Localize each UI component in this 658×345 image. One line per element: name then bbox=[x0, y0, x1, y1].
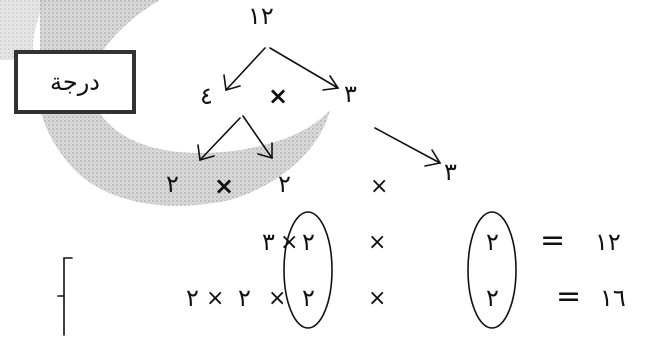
eq2-factor-2: ٢ bbox=[238, 286, 251, 310]
tree-leaf-right: ٢ bbox=[278, 172, 291, 196]
tree-leaf-left: ٢ bbox=[166, 172, 179, 196]
eq1-equals: = bbox=[540, 226, 565, 256]
eq2-factor-1: ٢ bbox=[186, 286, 199, 310]
tree-leaf-multiply-2: × bbox=[370, 176, 388, 198]
tree-carry-value: ٣ bbox=[444, 160, 457, 184]
eq2-equals: = bbox=[556, 282, 581, 312]
arrowhead-three-carry bbox=[425, 150, 440, 166]
eq1-result: ١٢ bbox=[595, 230, 621, 254]
tree-root-value: ١٢ bbox=[248, 4, 274, 28]
eq1-op-1: × bbox=[280, 232, 298, 254]
arrow-three-carry bbox=[375, 128, 440, 163]
eq1-factor-2: ٢ bbox=[302, 230, 315, 254]
grade-badge: درجة bbox=[14, 50, 136, 114]
eq2-factor-3: ٢ bbox=[302, 286, 315, 310]
arrow-root-left bbox=[226, 48, 265, 90]
eq2-op-2: × bbox=[268, 288, 286, 310]
eq1-op-2: × bbox=[368, 232, 386, 254]
tree-left-value: ٤ bbox=[200, 84, 213, 108]
eq1-factor-1: ٣ bbox=[262, 230, 275, 254]
eq2-factor-4: ٢ bbox=[486, 286, 499, 310]
tree-right-value: ٣ bbox=[344, 82, 357, 106]
eq2-result: ١٦ bbox=[600, 286, 626, 310]
eq1-factor-3: ٢ bbox=[486, 230, 499, 254]
bracket-left bbox=[64, 258, 72, 335]
tree-multiply-sign: × bbox=[268, 84, 288, 108]
eq2-op-3: × bbox=[368, 288, 386, 310]
tree-leaf-multiply: × bbox=[214, 174, 234, 198]
eq2-op-1: × bbox=[206, 288, 224, 310]
grade-label: درجة bbox=[50, 68, 100, 96]
